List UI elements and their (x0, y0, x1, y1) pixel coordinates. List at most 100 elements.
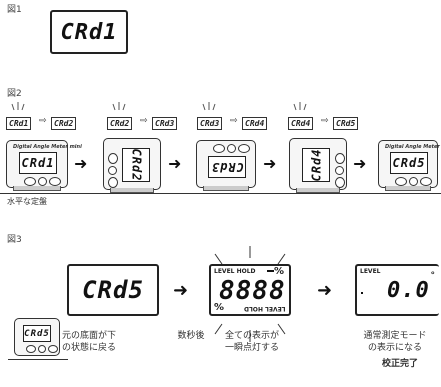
fig3-device: CRd5 (14, 318, 60, 356)
button-mid-icon (38, 345, 46, 353)
figure-1-display-text: CRd1 (60, 19, 118, 45)
arrow-right-icon: ➜ (353, 154, 367, 173)
device-buttons (26, 345, 58, 353)
device-base (203, 186, 249, 191)
device-screen: CRd3 (208, 156, 246, 178)
device-display-text: CRd2 (129, 148, 143, 182)
level-hold-indicator-inverted: LEVEL HOLD (244, 305, 286, 312)
fig3-display-start: CRd5 (67, 264, 159, 316)
device-display-text: CRd5 (392, 156, 426, 170)
button-left-icon (26, 345, 36, 353)
device-base (385, 186, 431, 191)
arrow-right-icon: ➜ (317, 280, 333, 301)
device-screen: CRd5 (390, 152, 428, 174)
caption-all-line-2: 一瞬点灯する (224, 343, 279, 353)
fig3-display-final-text: 0.0 (387, 278, 430, 303)
device-base (296, 188, 340, 193)
button-left-icon (335, 153, 345, 164)
device-screen: CRd4 (302, 148, 330, 182)
device-position-3: CRd3 (196, 140, 256, 191)
device-position-2: CRd2 (103, 138, 161, 193)
button-right-icon (49, 177, 61, 186)
seq-4-arrow-icon: ⇨ (321, 116, 329, 126)
button-left-icon (395, 177, 407, 186)
dot-indicator (361, 292, 363, 294)
button-left-icon (108, 153, 118, 164)
seq-4-to: CRd5 (333, 117, 359, 130)
level-hold-indicator: LEVEL HOLD (214, 268, 256, 275)
fig3-display-all: LEVEL HOLD % 8888 % LEVEL HOLD (209, 264, 291, 316)
caption-all-line-1: 全ての表示が (224, 331, 279, 341)
device-position-5: Digital Angle Meter mini CRd5 (378, 140, 441, 191)
button-right-icon (238, 144, 250, 153)
device-display-text: CRd4 (309, 148, 323, 182)
device-screen: CRd2 (122, 148, 150, 182)
button-right-icon (48, 345, 58, 353)
caption-return-line-2: の状態に戻る (62, 343, 117, 353)
button-right-icon (108, 177, 118, 188)
seq-2-from: CRd2 (107, 117, 133, 130)
surface-plate-caption: 水平な定盤 (7, 197, 47, 206)
device-buttons (395, 177, 432, 186)
figure-1-label: 図1 (7, 5, 22, 15)
caption-calibration-complete: 校正完了 (381, 359, 418, 369)
device-base (13, 186, 61, 191)
figure-2-label: 図2 (7, 89, 22, 99)
seq-1-arrow-icon: ⇨ (39, 116, 47, 126)
device-display-text: CRd1 (21, 156, 55, 170)
device-screen: CRd5 (23, 325, 51, 342)
device-buttons (213, 144, 250, 153)
minus-indicator (267, 270, 274, 272)
device-title: Digital Angle Meter mini (13, 144, 82, 150)
device-display-text: CRd5 (24, 328, 50, 339)
arrow-right-icon: ➜ (168, 154, 182, 173)
button-mid-icon (335, 166, 344, 175)
seq-1-to: CRd2 (51, 117, 77, 130)
fig3-display-all-text: 8888 (219, 276, 286, 306)
button-right-icon (420, 177, 432, 186)
button-mid-icon (108, 166, 117, 175)
button-mid-icon (38, 177, 47, 186)
device-position-4: CRd4 (289, 138, 347, 193)
seq-3-from: CRd3 (197, 117, 223, 130)
device-buttons (108, 153, 118, 188)
level-indicator: LEVEL (360, 268, 381, 275)
button-right-icon (335, 177, 345, 188)
button-left-icon (24, 177, 36, 186)
figure-1-display: CRd1 (50, 10, 128, 54)
fig3-display-start-text: CRd5 (82, 276, 144, 304)
seq-1-from: CRd1 (6, 117, 32, 130)
device-position-1: Digital Angle Meter mini CRd1 (6, 140, 82, 191)
seq-4-from: CRd4 (288, 117, 314, 130)
caption-normal-line-1: 通常測定モード (363, 331, 427, 341)
caption-normal-line-2: の表示になる (367, 343, 422, 353)
button-mid-icon (409, 177, 418, 186)
caption-wait: 数秒後 (177, 331, 205, 341)
seq-3-arrow-icon: ⇨ (230, 116, 238, 126)
seq-2-arrow-icon: ⇨ (140, 116, 148, 126)
device-base (110, 188, 154, 193)
device-buttons (335, 153, 345, 188)
button-left-icon (213, 144, 225, 153)
device-screen: CRd1 (19, 152, 57, 174)
fig3-surface-line (8, 359, 68, 360)
arrow-right-icon: ➜ (263, 154, 277, 173)
caption-return-bottom: 元の底面が下 の状態に戻る (62, 330, 142, 354)
seq-2-to: CRd3 (152, 117, 178, 130)
device-display-text: CRd3 (210, 160, 244, 174)
degree-icon: ° (430, 271, 436, 281)
figure-3-label: 図3 (7, 235, 22, 245)
caption-return-line-1: 元の底面が下 (62, 331, 117, 341)
seq-3-to: CRd4 (242, 117, 268, 130)
fig3-display-final: LEVEL ° 0.0 (355, 264, 439, 316)
device-buttons (24, 177, 61, 186)
button-mid-icon (227, 144, 236, 153)
caption-all-segments: 全ての表示が 一瞬点灯する (212, 330, 292, 354)
percent-icon-inverted: % (214, 300, 225, 311)
caption-normal-mode: 通常測定モード の表示になる (351, 330, 439, 354)
percent-icon: % (273, 266, 284, 277)
blink-marks (11, 102, 307, 111)
arrow-right-icon: ➜ (173, 280, 189, 301)
surface-plate-line (0, 193, 441, 194)
flash-rays (214, 246, 286, 342)
